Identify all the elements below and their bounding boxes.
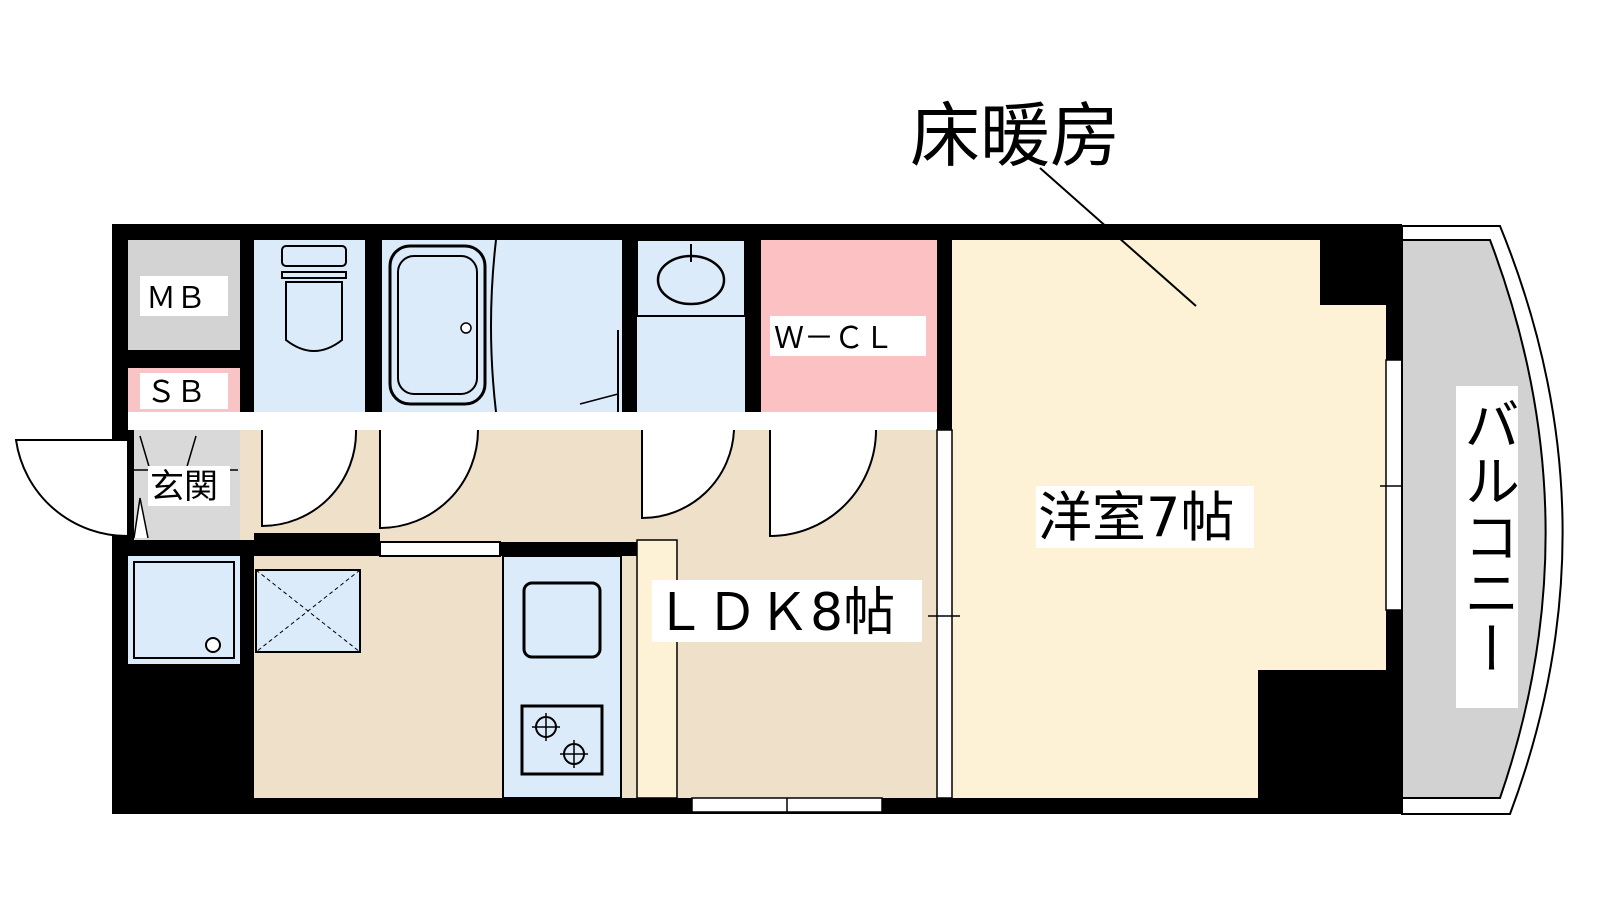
door-swing [769,429,877,538]
mb-label: ＭＢ [146,281,206,316]
balcony-label: バルコニー [1455,396,1520,676]
door-swing [261,429,358,528]
sliding-door [936,429,953,799]
toilet-tank [281,245,347,267]
entrance-strip [128,412,240,430]
wash-bowl [656,254,726,306]
kitchen-sink [522,581,602,659]
leader-line [1039,167,1197,307]
bath-drain [460,322,472,334]
balcony-window [1385,359,1403,611]
drain [205,637,221,653]
hallway-strip [240,412,937,430]
entrance-label: 玄関 [150,467,218,507]
label-bg [148,466,230,506]
floor-heating-label: 床暖房 [910,95,1120,177]
shoe-door [134,435,238,471]
label-bg [140,276,228,316]
toilet-bowl [281,271,347,279]
entrance-step [133,497,149,539]
western-room-label: 洋室7帖 [1038,486,1234,549]
label-bg [652,580,922,642]
bathtub-inner [397,255,478,395]
door-swing [379,429,479,530]
label-bg [1036,486,1254,548]
kitchen-wall [500,542,640,556]
bath-door-arc [579,393,619,405]
fridge-space [636,539,678,799]
label-bg [770,316,926,356]
toilet-seat [285,281,343,352]
label-bg [1456,386,1518,708]
wcl-label: Ｗ－ＣＬ [774,321,894,356]
door-swing [641,429,735,520]
ldk-label: ＬＤＫ8帖 [654,583,895,643]
label-bg [140,373,228,409]
appliance-cross [255,569,361,653]
entry-door [14,439,129,538]
hall-wall [379,541,501,557]
sb-label: ＳＢ [146,375,206,410]
bath-wall [490,239,497,413]
stove-top [520,704,604,776]
